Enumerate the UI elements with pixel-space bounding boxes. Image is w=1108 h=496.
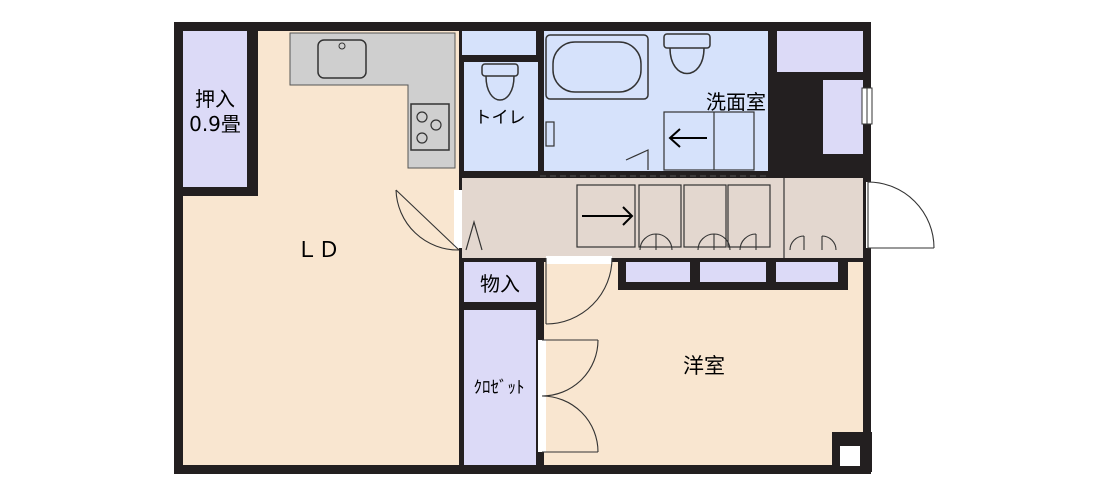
bath-door-fold xyxy=(545,121,649,170)
monoire-storage xyxy=(464,262,536,302)
arrow-right-icon xyxy=(582,206,634,226)
youshitsu-room xyxy=(544,262,863,465)
burner xyxy=(430,119,442,131)
bath-room xyxy=(544,31,656,171)
toilet-room xyxy=(464,62,538,171)
toilet-fixture xyxy=(481,63,519,101)
burner xyxy=(416,132,428,144)
kitchen-counter xyxy=(289,32,456,169)
side-window xyxy=(861,87,873,125)
entrance-shelves xyxy=(576,178,785,258)
youshitsu-label: 洋室 xyxy=(683,354,725,378)
closet-storage xyxy=(464,310,536,465)
door-swing-closet xyxy=(538,339,599,453)
top-storage-right xyxy=(777,31,863,72)
faucet xyxy=(338,42,346,50)
closet-door-arcs xyxy=(639,233,837,251)
kitchen-sink xyxy=(317,39,367,79)
ld-label: ＬＤ xyxy=(296,238,340,263)
side-storage xyxy=(823,80,863,154)
shelf-2 xyxy=(700,262,766,282)
door-swing-ld xyxy=(395,189,462,251)
entrance-door xyxy=(866,181,935,249)
monoire-label: 物入 xyxy=(480,272,520,296)
shelf-1 xyxy=(626,262,690,282)
washroom-toilet xyxy=(663,33,711,75)
washroom xyxy=(656,31,768,171)
arrow-left-icon xyxy=(668,128,707,148)
door-swing-youshitsu xyxy=(545,256,613,325)
oshiire-closet xyxy=(183,31,247,187)
pillar-inset xyxy=(840,446,860,466)
ld-room xyxy=(183,31,459,465)
shelf-3 xyxy=(776,262,838,282)
oshiire-label: 押入 xyxy=(195,87,235,111)
washbasin xyxy=(663,111,755,171)
hallway xyxy=(462,178,863,258)
oshiire-size-label: 0.9畳 xyxy=(189,112,241,136)
bathtub xyxy=(545,34,649,100)
shoe-box-fold xyxy=(465,219,483,251)
top-storage-left xyxy=(462,31,536,55)
closet-label: ｸﾛｾﾞｯﾄ xyxy=(474,378,525,398)
stove xyxy=(410,103,450,151)
burner xyxy=(416,111,428,123)
washroom-label: 洗面室 xyxy=(706,90,766,114)
toilet-label: トイレ xyxy=(475,108,526,128)
